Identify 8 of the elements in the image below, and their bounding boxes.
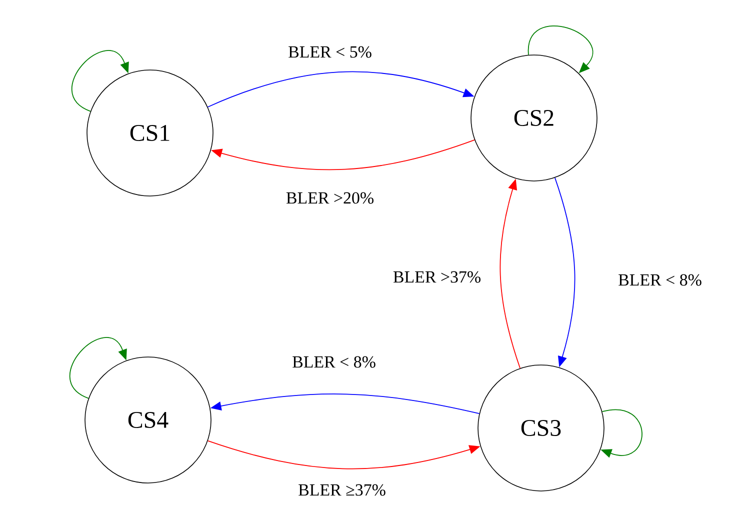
loop-arrow — [69, 337, 127, 399]
edge-label: BLER < 5% — [286, 44, 374, 60]
edge-label: BLER < 8% — [616, 272, 704, 288]
loop-arrow — [71, 50, 129, 112]
edge-label: BLER ≥37% — [296, 482, 388, 498]
edge-label: BLER >20% — [284, 190, 376, 206]
edge-label: BLER >37% — [391, 270, 483, 284]
edge-label: BLER < 8% — [290, 354, 378, 370]
